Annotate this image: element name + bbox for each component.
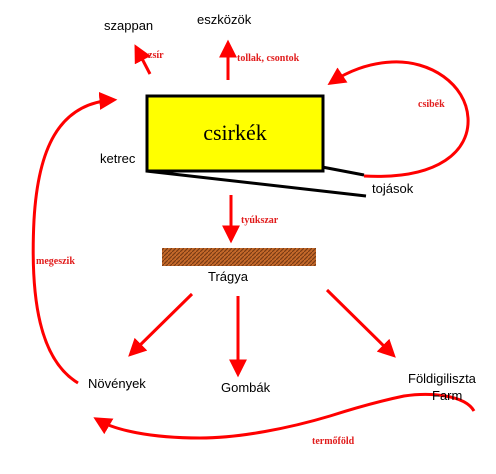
node-tools: eszközök <box>197 12 252 27</box>
node-plants: Növények <box>88 376 146 391</box>
node-eggs: tojások <box>372 181 414 196</box>
node-manure: Trágya <box>208 269 248 284</box>
edge-label-feathers-bones: tollak, csontok <box>237 53 300 64</box>
chickens-box <box>145 94 325 173</box>
edge-label-fat: zsír <box>148 50 164 61</box>
node-mushrooms: Gombák <box>221 380 271 395</box>
egg-tray-line-1 <box>145 169 367 198</box>
node-chickens: csirkék <box>203 120 267 145</box>
edge-label-chicken-manure: tyúkszar <box>241 215 279 226</box>
node-worm-farm-line1: Földigiliszta <box>408 371 476 386</box>
node-cage: ketrec <box>100 151 136 166</box>
arrow-eats <box>31 91 118 385</box>
node-soap: szappan <box>104 18 154 33</box>
arrow-fat <box>134 44 152 75</box>
edge-label-chicks: csibék <box>418 99 445 110</box>
arrow-chicks <box>327 60 470 178</box>
egg-tray-line-2 <box>321 165 365 177</box>
arrow-to-worm-farm <box>325 288 396 358</box>
node-worm-farm-line2: Farm <box>432 388 463 403</box>
edge-label-eats: megeszik <box>36 256 75 267</box>
edge-label-topsoil: termőföld <box>312 436 355 447</box>
arrow-to-plants <box>128 292 194 357</box>
manure-bar <box>162 248 316 266</box>
arrow-topsoil <box>93 392 476 440</box>
